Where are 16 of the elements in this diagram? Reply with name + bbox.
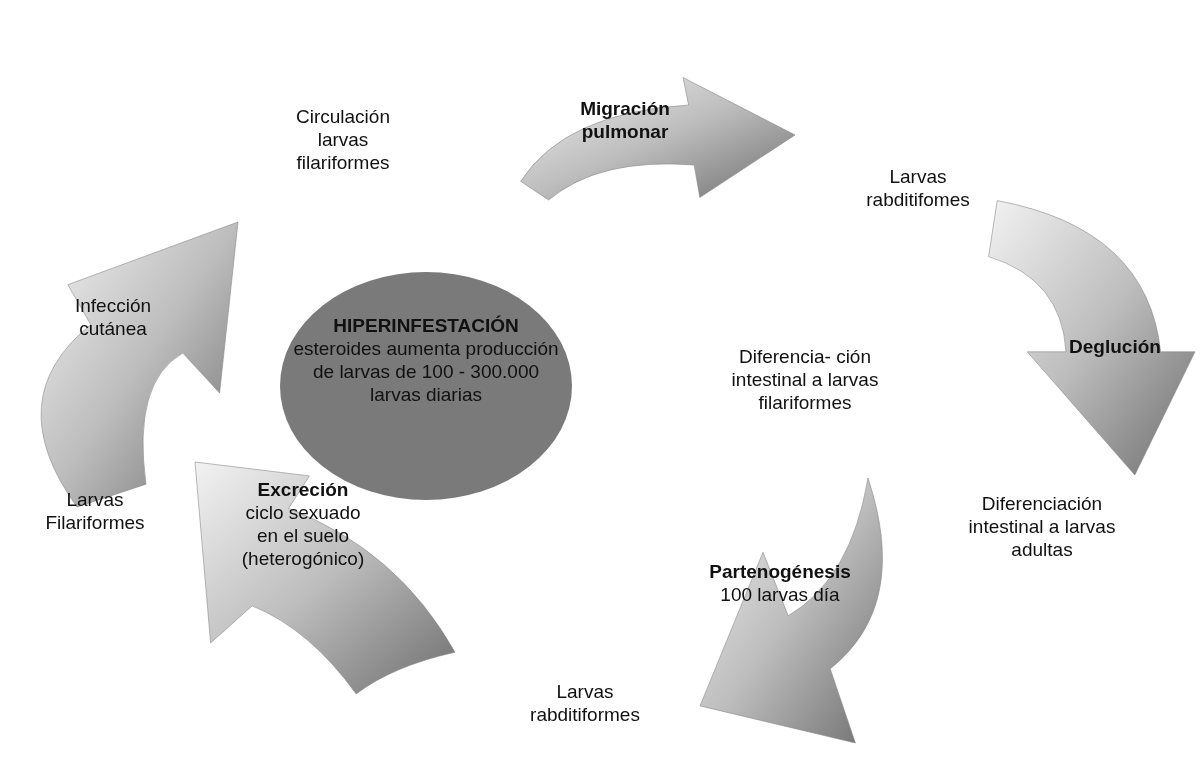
stage-label: Larvas rabditifomes — [865, 165, 971, 211]
step-text: Infección cutánea — [73, 294, 152, 340]
step-text: 100 larvas día — [719, 583, 841, 606]
step-heading: Deglución — [1068, 335, 1162, 358]
stage-label: Circulación larvas filariformes — [295, 105, 391, 174]
stage-label: Diferenciación intestinal a larvas adultas — [967, 492, 1117, 561]
step-text: ciclo sexuado en el suelo (heterogónico) — [240, 501, 366, 570]
stage-label: Diferencia- ción intestinal a larvas filariformes — [730, 345, 880, 414]
step-text: esteroides aumenta producción de larvas de 100 - 300.000 larvas diarias — [292, 337, 560, 406]
step-heading: Excreción — [256, 478, 350, 501]
step-heading: HIPERINFESTACIÓN — [332, 314, 520, 337]
curved-arrow-shape — [195, 462, 455, 694]
step-heading: Migración pulmonar — [579, 97, 671, 143]
stage-label: Larvas Filariformes — [44, 488, 146, 534]
stage-label: Larvas rabditiformes — [529, 680, 641, 726]
step-heading: Partenogénesis — [708, 560, 852, 583]
